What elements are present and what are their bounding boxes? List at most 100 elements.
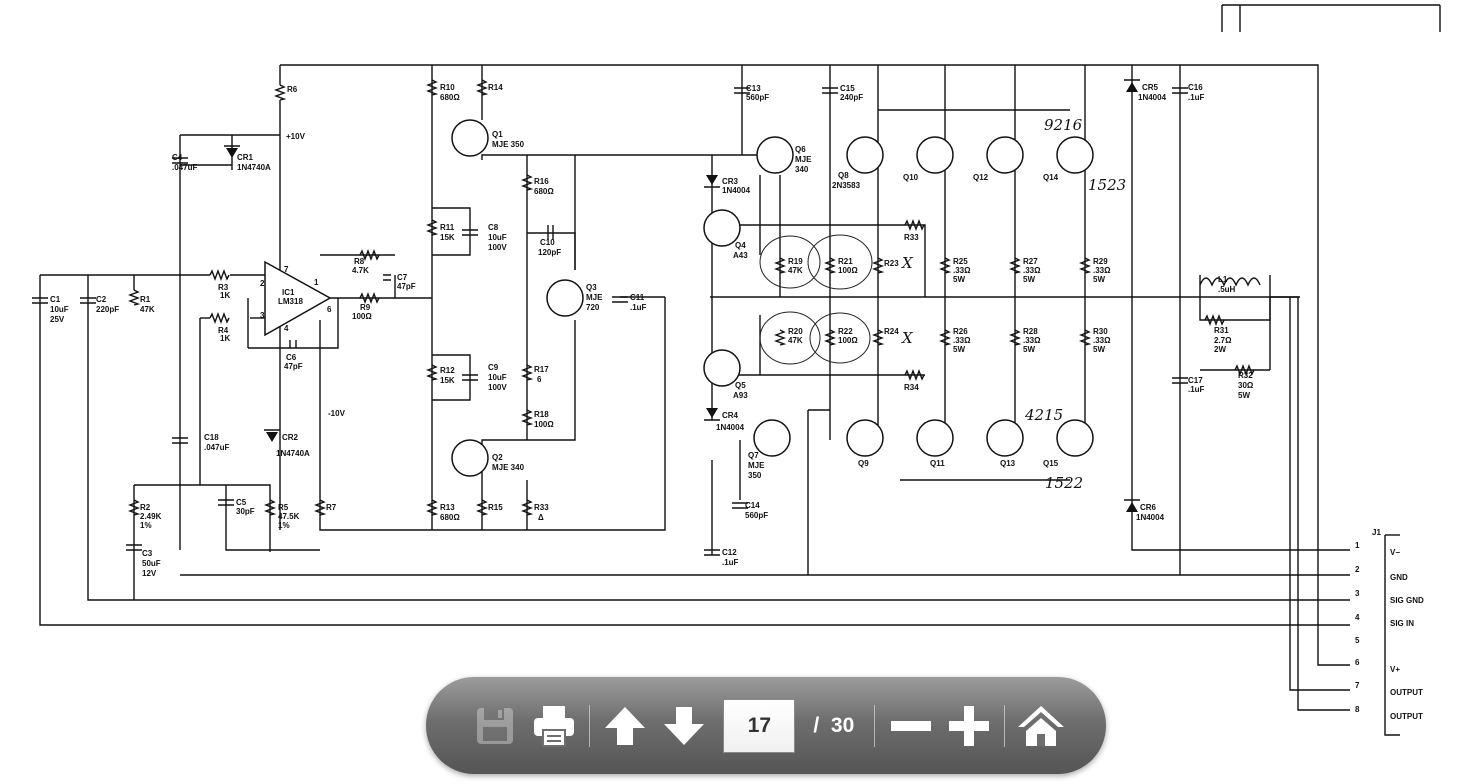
svg-text:Q15: Q15 — [1043, 459, 1059, 468]
svg-text:.1uF: .1uF — [722, 558, 739, 567]
page-number-input[interactable]: 17 — [723, 698, 796, 753]
svg-text:R4: R4 — [218, 326, 229, 335]
svg-text:C5: C5 — [236, 498, 247, 507]
svg-text:120pF: 120pF — [538, 248, 561, 257]
toolbar-separator — [874, 704, 876, 747]
svg-text:47.5K: 47.5K — [278, 512, 300, 521]
svg-text:560pF: 560pF — [746, 93, 769, 102]
next-page-button[interactable] — [659, 700, 710, 752]
svg-text:A43: A43 — [733, 251, 748, 260]
svg-text:C2: C2 — [96, 295, 107, 304]
svg-text:2W: 2W — [1214, 345, 1226, 354]
arrow-down-icon — [664, 706, 705, 745]
svg-text:Δ: Δ — [538, 513, 544, 522]
svg-text:A93: A93 — [733, 391, 748, 400]
svg-text:C8: C8 — [488, 223, 499, 232]
svg-text:2: 2 — [260, 279, 265, 288]
svg-text:5W: 5W — [953, 345, 965, 354]
svg-text:1N4004: 1N4004 — [722, 186, 751, 195]
svg-text:R6: R6 — [287, 85, 298, 94]
svg-text:5W: 5W — [1093, 345, 1105, 354]
svg-text:10uF: 10uF — [488, 373, 507, 382]
floppy-disk-icon — [477, 707, 514, 744]
svg-text:6: 6 — [327, 305, 332, 314]
svg-text:47K: 47K — [140, 305, 155, 314]
svg-text:350: 350 — [748, 471, 762, 480]
svg-text:R30: R30 — [1093, 327, 1108, 336]
svg-text:R15: R15 — [488, 503, 503, 512]
print-button[interactable] — [529, 700, 580, 752]
svg-text:100Ω: 100Ω — [838, 336, 858, 345]
svg-text:680Ω: 680Ω — [534, 187, 554, 196]
svg-text:C3: C3 — [142, 549, 153, 558]
svg-text:R1: R1 — [140, 295, 151, 304]
svg-text:V−: V− — [1390, 548, 1400, 557]
svg-text:1: 1 — [1355, 541, 1360, 550]
svg-text:220pF: 220pF — [96, 305, 119, 314]
svg-text:R33: R33 — [904, 233, 919, 242]
svg-text:.33Ω: .33Ω — [1093, 336, 1111, 345]
svg-text:.33Ω: .33Ω — [953, 336, 971, 345]
svg-text:R13: R13 — [440, 503, 455, 512]
svg-text:1%: 1% — [140, 521, 152, 530]
svg-text:R28: R28 — [1023, 327, 1038, 336]
svg-text:100Ω: 100Ω — [534, 420, 554, 429]
svg-text:.33Ω: .33Ω — [1023, 336, 1041, 345]
svg-text:-10V: -10V — [328, 409, 346, 418]
svg-text:R17: R17 — [534, 365, 549, 374]
svg-text:1%: 1% — [278, 521, 290, 530]
svg-text:C16: C16 — [1188, 83, 1203, 92]
svg-text:47pF: 47pF — [284, 362, 303, 371]
svg-text:5: 5 — [1355, 636, 1360, 645]
svg-text:680Ω: 680Ω — [440, 93, 460, 102]
svg-text:1K: 1K — [220, 291, 230, 300]
toolbar-separator — [1004, 704, 1006, 747]
svg-text:R9: R9 — [360, 303, 371, 312]
minus-icon — [890, 720, 931, 731]
save-button[interactable] — [470, 700, 521, 752]
svg-text:R25: R25 — [953, 257, 968, 266]
zoom-in-button[interactable] — [944, 700, 995, 752]
svg-text:1: 1 — [314, 278, 319, 287]
svg-text:C11: C11 — [630, 293, 645, 302]
svg-text:CR6: CR6 — [1140, 503, 1157, 512]
svg-text:47K: 47K — [788, 336, 803, 345]
svg-text:R12: R12 — [440, 366, 455, 375]
svg-text:3: 3 — [260, 311, 265, 320]
svg-text:J1: J1 — [1372, 528, 1381, 537]
svg-text:50uF: 50uF — [142, 559, 161, 568]
arrow-up-icon — [605, 706, 646, 745]
svg-text:6: 6 — [1355, 658, 1360, 667]
svg-text:C6: C6 — [286, 353, 297, 362]
resistor-symbols — [128, 79, 1255, 516]
svg-text:R3: R3 — [218, 283, 229, 292]
hand-drawn-circles — [759, 234, 873, 365]
svg-text:.047uF: .047uF — [204, 443, 229, 452]
zoom-out-button[interactable] — [885, 700, 936, 752]
svg-text:R33: R33 — [534, 503, 549, 512]
svg-text:240pF: 240pF — [840, 93, 863, 102]
svg-text:Q8: Q8 — [838, 171, 849, 180]
svg-text:5W: 5W — [953, 275, 965, 284]
svg-text:5W: 5W — [1023, 345, 1035, 354]
svg-text:1523: 1523 — [1088, 176, 1126, 194]
svg-text:2.7Ω: 2.7Ω — [1214, 336, 1232, 345]
home-button[interactable] — [1015, 700, 1066, 752]
svg-text:R32: R32 — [1238, 371, 1253, 380]
svg-text:10uF: 10uF — [50, 305, 69, 314]
svg-text:OUTPUT: OUTPUT — [1390, 688, 1423, 697]
svg-text:5W: 5W — [1093, 275, 1105, 284]
svg-text:CR2: CR2 — [282, 433, 299, 442]
svg-text:Q10: Q10 — [903, 173, 919, 182]
svg-text:C1: C1 — [50, 295, 61, 304]
svg-text:Q6: Q6 — [795, 145, 806, 154]
svg-text:R14: R14 — [488, 83, 503, 92]
svg-text:X: X — [901, 329, 914, 347]
svg-text:.33Ω: .33Ω — [1023, 266, 1041, 275]
svg-text:R23: R23 — [884, 259, 899, 268]
previous-page-button[interactable] — [600, 700, 651, 752]
svg-text:340: 340 — [795, 165, 809, 174]
svg-text:12V: 12V — [142, 569, 157, 578]
svg-text:R18: R18 — [534, 410, 549, 419]
svg-text:R5: R5 — [278, 503, 289, 512]
